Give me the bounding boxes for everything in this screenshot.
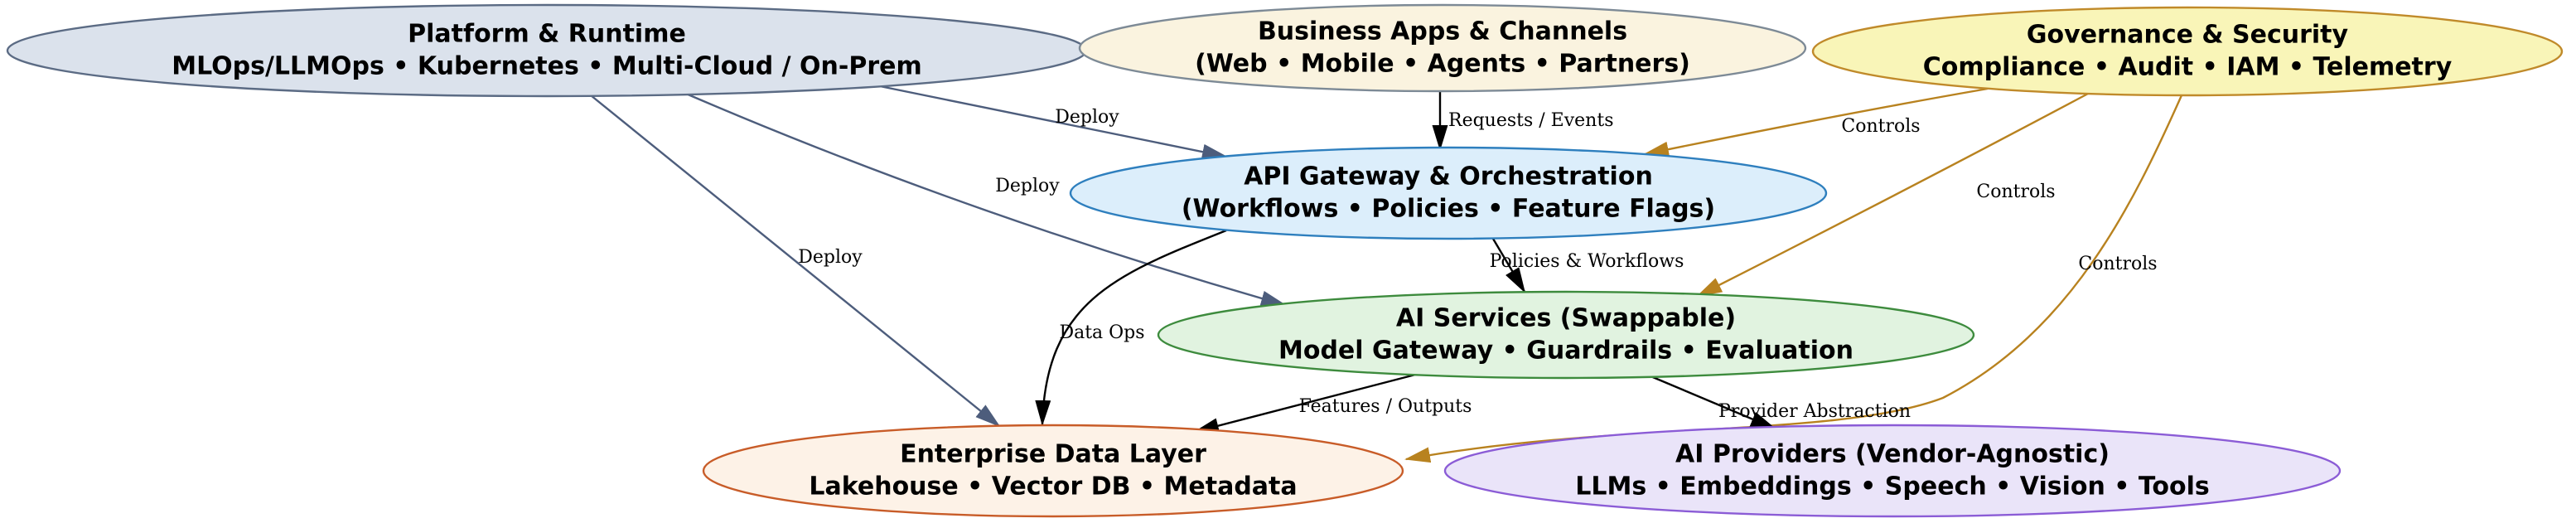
edge-dataops-datalayer: Data Ops (1035, 229, 1227, 426)
node-shape-platform (6, 3, 1088, 98)
node-shape-providers (1443, 424, 2342, 518)
node-shape-datalayer (702, 424, 1404, 518)
node-shape-business (1078, 3, 1807, 93)
edge-deploy-aiservices: Deploy (685, 92, 1287, 307)
edge-line-controls-aiservices (1696, 92, 2089, 298)
node-shape-governance (1811, 6, 2564, 97)
edge-label-controls-datalayer: Controls (2078, 254, 2157, 274)
node-subtitle-aiservices: Model Gateway • Guardrails • Evaluation (1278, 337, 1853, 366)
edge-label-features-datalayer: Features / Outputs (1299, 396, 1472, 417)
node-subtitle-apigw: (Workflows • Policies • Feature Flags) (1182, 195, 1715, 224)
edge-label-provider-providers: Provider Abstraction (1718, 401, 1911, 422)
edge-line-controls-apigw (1643, 87, 1989, 157)
node-title-aiservices: AI Services (Swappable) (1396, 304, 1736, 333)
edge-label-deploy-aiservices: Deploy (995, 176, 1060, 196)
edge-label-controls-apigw: Controls (1841, 116, 1920, 137)
node-title-business: Business Apps & Channels (1258, 17, 1627, 46)
edge-deploy-apigw: Deploy (879, 85, 1228, 160)
edge-label-dataops-datalayer: Data Ops (1059, 322, 1144, 343)
edge-label-policies-aiservices: Policies & Workflows (1490, 251, 1684, 272)
node-subtitle-business: (Web • Mobile • Agents • Partners) (1195, 50, 1690, 79)
node-shape-apigw (1069, 146, 1828, 240)
node-title-providers: AI Providers (Vendor-Agnostic) (1675, 440, 2110, 469)
edge-label-controls-aiservices: Controls (1976, 182, 2055, 202)
node-aiservices: AI Services (Swappable) Model Gateway • G… (1157, 290, 1975, 380)
edge-label-deploy-apigw: Deploy (1055, 107, 1119, 128)
edge-features-datalayer: Features / Outputs (1193, 372, 1472, 434)
node-title-apigw: API Gateway & Orchestration (1244, 162, 1653, 191)
edge-label-requests-apigw: Requests / Events (1448, 110, 1613, 131)
edge-line-features-datalayer (1193, 372, 1419, 434)
node-shape-aiservices (1157, 290, 1975, 380)
node-title-platform: Platform & Runtime (408, 20, 686, 49)
node-providers: AI Providers (Vendor-Agnostic) LLMs • Emb… (1443, 424, 2342, 518)
node-subtitle-platform: MLOps/LLMOps • Kubernetes • Multi-Cloud … (172, 52, 922, 81)
edge-label-deploy-datalayer: Deploy (798, 247, 863, 268)
node-apigw: API Gateway & Orchestration (Workflows • … (1069, 146, 1828, 240)
edge-deploy-datalayer: Deploy (590, 94, 1001, 428)
node-subtitle-datalayer: Lakehouse • Vector DB • Metadata (809, 472, 1297, 501)
node-subtitle-governance: Compliance • Audit • IAM • Telemetry (1923, 53, 2453, 82)
edge-line-deploy-apigw (879, 85, 1228, 160)
node-title-governance: Governance & Security (2027, 21, 2349, 50)
edge-provider-providers: Provider Abstraction (1648, 374, 1911, 430)
edge-requests-apigw: Requests / Events (1432, 90, 1613, 151)
edge-line-policies-aiservices (1491, 238, 1526, 293)
edge-controls-apigw: Controls (1643, 87, 1989, 157)
node-title-datalayer: Enterprise Data Layer (900, 440, 1206, 469)
edge-line-provider-providers (1648, 374, 1776, 430)
node-business: Business Apps & Channels (Web • Mobile • … (1078, 3, 1807, 93)
edge-controls-aiservices: Controls (1696, 92, 2089, 298)
node-subtitle-providers: LLMs • Embeddings • Speech • Vision • To… (1575, 472, 2210, 501)
edge-line-deploy-datalayer (590, 94, 1001, 428)
edge-line-deploy-aiservices (685, 92, 1287, 307)
edge-line-dataops-datalayer (1035, 229, 1227, 426)
edge-policies-aiservices: Policies & Workflows (1490, 238, 1684, 293)
